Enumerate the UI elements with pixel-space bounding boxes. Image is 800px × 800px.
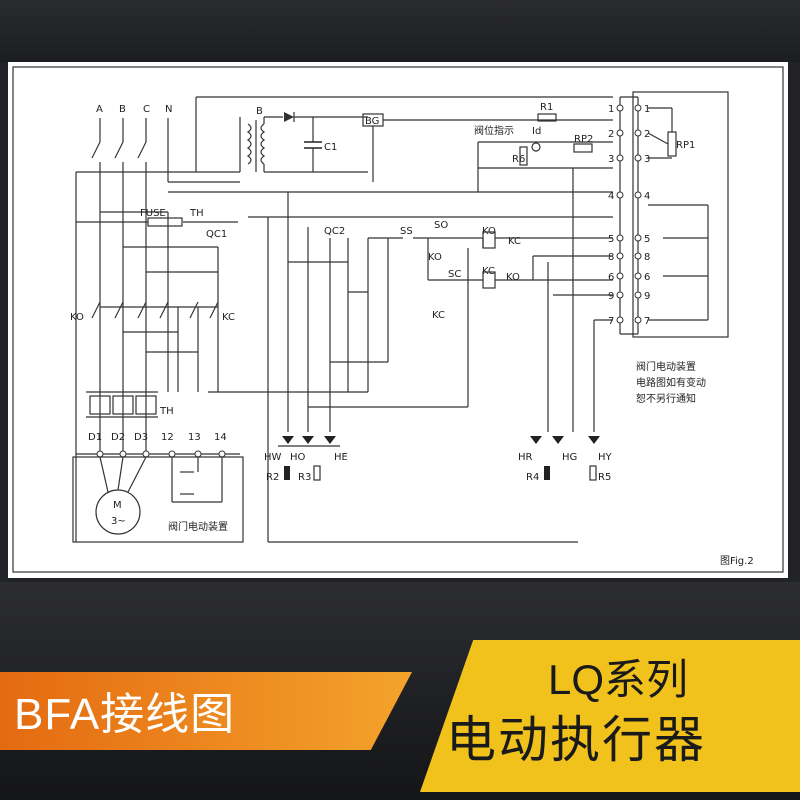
hr-label: HR — [518, 452, 533, 463]
so-label: SO — [434, 220, 448, 231]
kc-contact-label: KC — [508, 236, 521, 247]
indicator-leds-right — [530, 436, 600, 444]
rp2-symbol — [573, 143, 593, 153]
phase-b-label: B — [119, 104, 126, 115]
kc-label-left: KC — [222, 312, 235, 323]
sc-label: SC — [448, 269, 461, 280]
rp1-symbol — [667, 131, 677, 157]
valve-indicator-label: 阀位指示 — [474, 124, 514, 137]
transformer-symbol — [246, 116, 368, 173]
top-dark-band — [0, 0, 800, 62]
svg-text:6: 6 — [644, 272, 650, 283]
svg-text:3: 3 — [644, 154, 650, 165]
capacitor-label: C1 — [324, 142, 337, 153]
hw-label: HW — [264, 452, 282, 463]
left-title-text: BFA接线图 — [14, 690, 236, 739]
he-label: HE — [334, 452, 348, 463]
svg-text:7: 7 — [608, 316, 614, 327]
r4-symbol — [544, 466, 550, 480]
qc1-label: QC1 — [206, 229, 227, 240]
phase-n-label: N — [165, 104, 172, 115]
terminal-block — [619, 91, 729, 338]
note-line-1: 阀门电动装置 — [636, 360, 696, 373]
motor-symbol — [95, 489, 141, 535]
motor-device-box — [72, 456, 244, 543]
th-label: TH — [189, 208, 204, 219]
svg-text:7: 7 — [644, 316, 650, 327]
r6-label: R6 — [512, 154, 525, 165]
svg-text:2: 2 — [644, 129, 650, 140]
svg-text:1: 1 — [644, 104, 650, 115]
hg-label: HG — [562, 452, 577, 463]
fuse-label: FUSE — [140, 208, 166, 219]
right-title-banner — [420, 640, 800, 792]
ko-contact-label: KO — [506, 272, 520, 283]
valve-device-small-label: 阀门电动装置 — [168, 520, 228, 533]
phase-c-label: C — [143, 104, 150, 115]
control-wiring — [208, 168, 613, 543]
svg-text:8: 8 — [644, 252, 650, 263]
r2-label: R2 — [266, 472, 279, 483]
svg-text:4: 4 — [608, 191, 614, 202]
bridge-label: BG — [365, 116, 379, 127]
figure-caption: 图Fig.2 — [720, 555, 754, 567]
diagram-frame — [12, 66, 784, 573]
rp2-label: RP2 — [574, 134, 593, 145]
terminal-numbers-right: 1 2 3 4 5 8 6 9 7 — [644, 104, 650, 327]
fuse-symbol — [147, 217, 183, 227]
wiring-diagram-panel: A B C N — [8, 62, 788, 578]
note-line-2: 电路图如有变动 — [636, 376, 706, 389]
r4-label: R4 — [526, 472, 539, 483]
motor-label: M — [113, 500, 122, 511]
ko-label-left: KO — [70, 312, 84, 323]
svg-text:3: 3 — [608, 154, 614, 165]
r3-symbol — [313, 465, 321, 481]
kc-label-mid: KC — [432, 310, 445, 321]
svg-text:9: 9 — [644, 291, 650, 302]
svg-text:4: 4 — [644, 191, 650, 202]
ko-label-mid: KO — [428, 252, 442, 263]
terminal-d1: D1 — [88, 432, 102, 443]
svg-text:8: 8 — [608, 252, 614, 263]
r2-symbol — [284, 466, 290, 480]
phase-a-label: A — [96, 104, 103, 115]
note-line-3: 恕不另行通知 — [636, 392, 696, 405]
terminal-13: 13 — [188, 432, 201, 443]
svg-text:5: 5 — [644, 234, 650, 245]
rp1-label: RP1 — [676, 140, 695, 151]
ho-label: HO — [290, 452, 306, 463]
svg-text:5: 5 — [608, 234, 614, 245]
svg-text:6: 6 — [608, 272, 614, 283]
svg-text:2: 2 — [608, 129, 614, 140]
r5-label: R5 — [598, 472, 611, 483]
left-title-banner — [0, 672, 412, 750]
r1-symbol — [537, 113, 557, 122]
diode-symbol — [284, 112, 294, 122]
r5-symbol — [589, 465, 597, 481]
id-label: Id — [532, 126, 541, 137]
r3-label: R3 — [298, 472, 311, 483]
transformer-label: B — [256, 106, 263, 117]
svg-text:1: 1 — [608, 104, 614, 115]
indicator-leds-left — [282, 436, 336, 444]
hy-label: HY — [598, 452, 613, 463]
terminal-numbers-left: 1 2 3 4 5 8 6 9 7 — [608, 104, 614, 327]
qc2-label: QC2 — [324, 226, 345, 237]
motor-sub-label: 3~ — [111, 516, 126, 527]
wiring-schematic: A B C N — [12, 66, 784, 573]
th-label-lower: TH — [159, 406, 174, 417]
svg-text:9: 9 — [608, 291, 614, 302]
ss-label: SS — [400, 226, 413, 237]
product-name-text: 电动执行器 — [446, 712, 706, 768]
terminal-d3: D3 — [134, 432, 148, 443]
product-series-text: LQ系列 — [548, 656, 689, 703]
terminal-12: 12 — [161, 432, 174, 443]
thermal-relay — [86, 391, 158, 418]
r6-symbol — [519, 146, 528, 166]
r1-label: R1 — [540, 102, 553, 113]
terminal-d2: D2 — [111, 432, 125, 443]
terminal-14: 14 — [214, 432, 227, 443]
phase-lines — [75, 96, 613, 542]
